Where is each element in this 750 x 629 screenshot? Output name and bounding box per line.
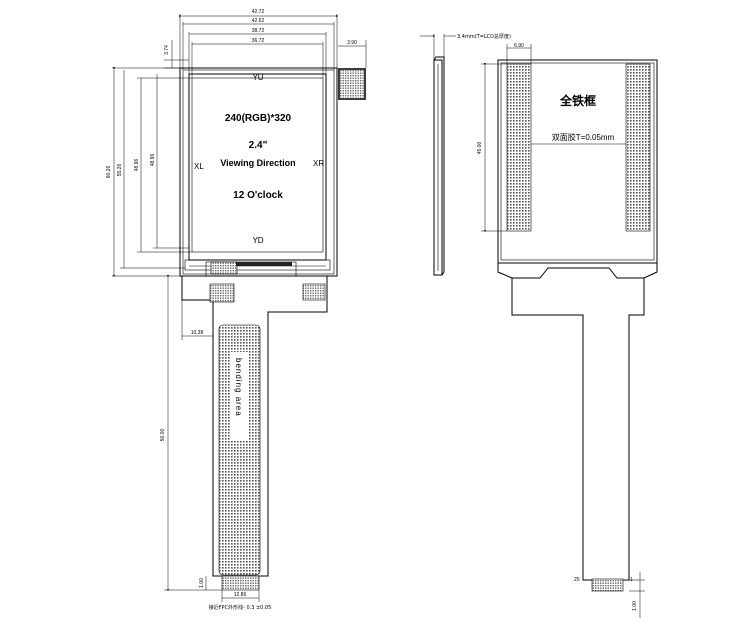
dim-fpc-length: 50.00 — [160, 429, 166, 442]
corner-tab-pattern — [340, 70, 364, 98]
thickness-note: 3.4mm(T=LCD总厚度) — [457, 33, 511, 40]
component-pad-left — [209, 283, 235, 303]
dim-active-height: 48.96 — [134, 159, 140, 172]
back-fpc-contacts — [591, 578, 624, 592]
left-dimensions — [112, 67, 192, 277]
dir-bottom-label: YD — [252, 236, 263, 245]
dim-active-width-outer: 38.72 — [252, 28, 265, 34]
metal-frame — [497, 59, 658, 264]
tape-label: 双面胶T=0.05mm — [552, 132, 615, 142]
ic-chip — [210, 261, 238, 275]
frame-label: 全铁框 — [559, 93, 596, 108]
bending-area — [218, 324, 261, 576]
fpc-dimensions — [164, 275, 260, 602]
glass-ledge — [184, 259, 331, 271]
dim-outline-height: 60.26 — [106, 166, 112, 179]
fpc-outline-note: 接近FPC外形线- 0.3 ±0.05 — [209, 604, 272, 611]
dir-left-label: XL — [194, 162, 204, 171]
component-pad-right — [302, 283, 326, 301]
dim-height-2: 55.26 — [117, 164, 123, 177]
tape-strip-left — [506, 63, 532, 232]
dim-fpc-tip-width: 12.86 — [234, 592, 247, 598]
dir-top-label: YU — [252, 73, 263, 82]
bending-area-label: bending area — [234, 358, 243, 417]
dim-tape-width: 6.90 — [514, 43, 524, 49]
size-label: 2.4" — [249, 140, 268, 151]
active-area — [191, 77, 324, 253]
dim-fpc-end: 1.00 — [199, 578, 205, 588]
back-view: 全铁框 双面胶T=0.05mm 6.90 45.00 20 1 1.00 — [477, 43, 658, 618]
dim-tab-width: 3.90 — [347, 40, 357, 46]
front-view: YU 240(RGB)*320 2.4" Viewing Direction X… — [106, 9, 367, 611]
tape-strip-right — [625, 63, 651, 232]
side-profile — [433, 59, 443, 276]
side-view: 3.4mm(T=LCD总厚度) — [420, 33, 511, 276]
dim-fpc-offset: 10.38 — [191, 330, 204, 336]
dim-tab-offset: 3.74 — [164, 45, 170, 55]
dim-tape-height: 45.00 — [477, 142, 483, 155]
dim-back-fpc-end: 1.00 — [632, 601, 638, 611]
top-dimensions — [164, 14, 367, 78]
dim-outline-width: 42.72 — [252, 9, 265, 15]
back-fpc-outline — [511, 278, 645, 581]
dir-right-label: XR — [313, 159, 324, 168]
dim-active-width: 36.72 — [252, 38, 265, 44]
viewing-direction-label: Viewing Direction — [220, 158, 295, 168]
resolution-label: 240(RGB)*320 — [225, 113, 292, 124]
dim-active-height-inner: 48.96 — [150, 154, 156, 167]
fpc-tip-contacts — [221, 575, 260, 591]
dim-width-2: 42.62 — [252, 18, 265, 24]
frame-bottom-edge — [497, 263, 658, 279]
module-bezel — [182, 69, 335, 275]
bond-line — [236, 262, 292, 266]
clock-label: 12 O'clock — [233, 190, 283, 201]
pin-count-label: 20 — [574, 577, 580, 583]
bending-label-box — [230, 352, 248, 440]
